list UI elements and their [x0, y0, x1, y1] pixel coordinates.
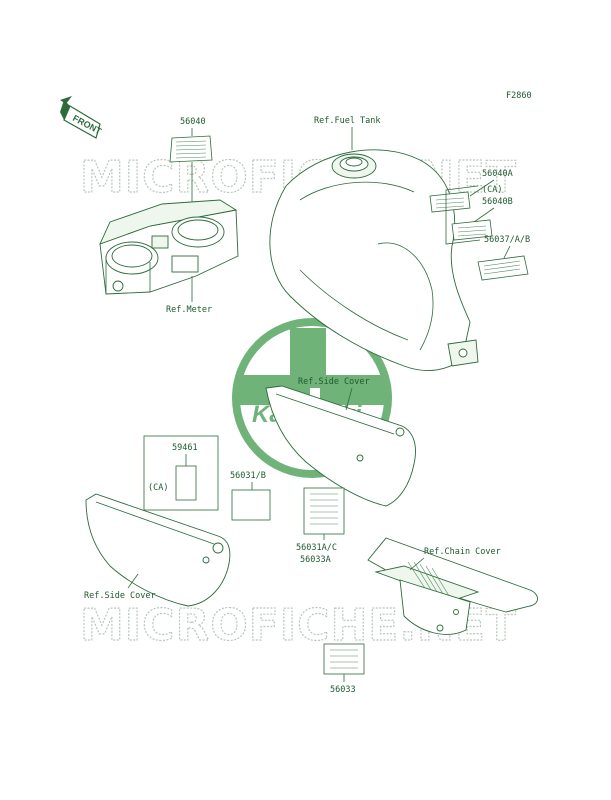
- label-ref-chain-cover: Ref.Chain Cover: [424, 547, 501, 557]
- meter-assembly: [99, 199, 239, 295]
- label-ca-1: (CA): [482, 185, 502, 195]
- label-56033a: 56033A: [300, 555, 331, 565]
- side-cover-right: [265, 385, 416, 507]
- chain-cover: [367, 537, 538, 635]
- label-ref-meter: Ref.Meter: [166, 305, 212, 315]
- label-ca-2: (CA): [148, 483, 168, 493]
- decal-59461: [175, 465, 197, 501]
- figure-code: F2860: [506, 91, 532, 101]
- decal-56040: [169, 135, 213, 163]
- label-56031ac: 56031A/C: [296, 543, 337, 553]
- decal-56037: [477, 255, 529, 281]
- label-56037ab: 56037/A/B: [484, 235, 530, 245]
- decal-56031b: [231, 489, 271, 521]
- front-arrow-icon: FRONT: [60, 96, 104, 139]
- label-ref-fuel-tank: Ref.Fuel Tank: [314, 116, 381, 126]
- fuel-tank: [269, 149, 479, 371]
- label-56033: 56033: [330, 685, 356, 695]
- decal-56033: [323, 643, 365, 675]
- label-ref-side-cover-right: Ref.Side Cover: [298, 377, 370, 387]
- callout-box-ca-56040b: [445, 185, 481, 245]
- label-59461: 59461: [172, 443, 198, 453]
- callout-box-ca-59461: [143, 435, 219, 511]
- decal-56040a: [429, 191, 471, 213]
- label-ref-side-cover-left: Ref.Side Cover: [84, 591, 156, 601]
- label-56040a: 56040A: [482, 169, 513, 179]
- decal-56040b: [451, 219, 493, 241]
- side-cover-left: [85, 493, 231, 607]
- decal-56031ac: [303, 487, 345, 535]
- label-56040b: 56040B: [482, 197, 513, 207]
- label-56031b: 56031/B: [230, 471, 266, 481]
- label-56040: 56040: [180, 117, 206, 127]
